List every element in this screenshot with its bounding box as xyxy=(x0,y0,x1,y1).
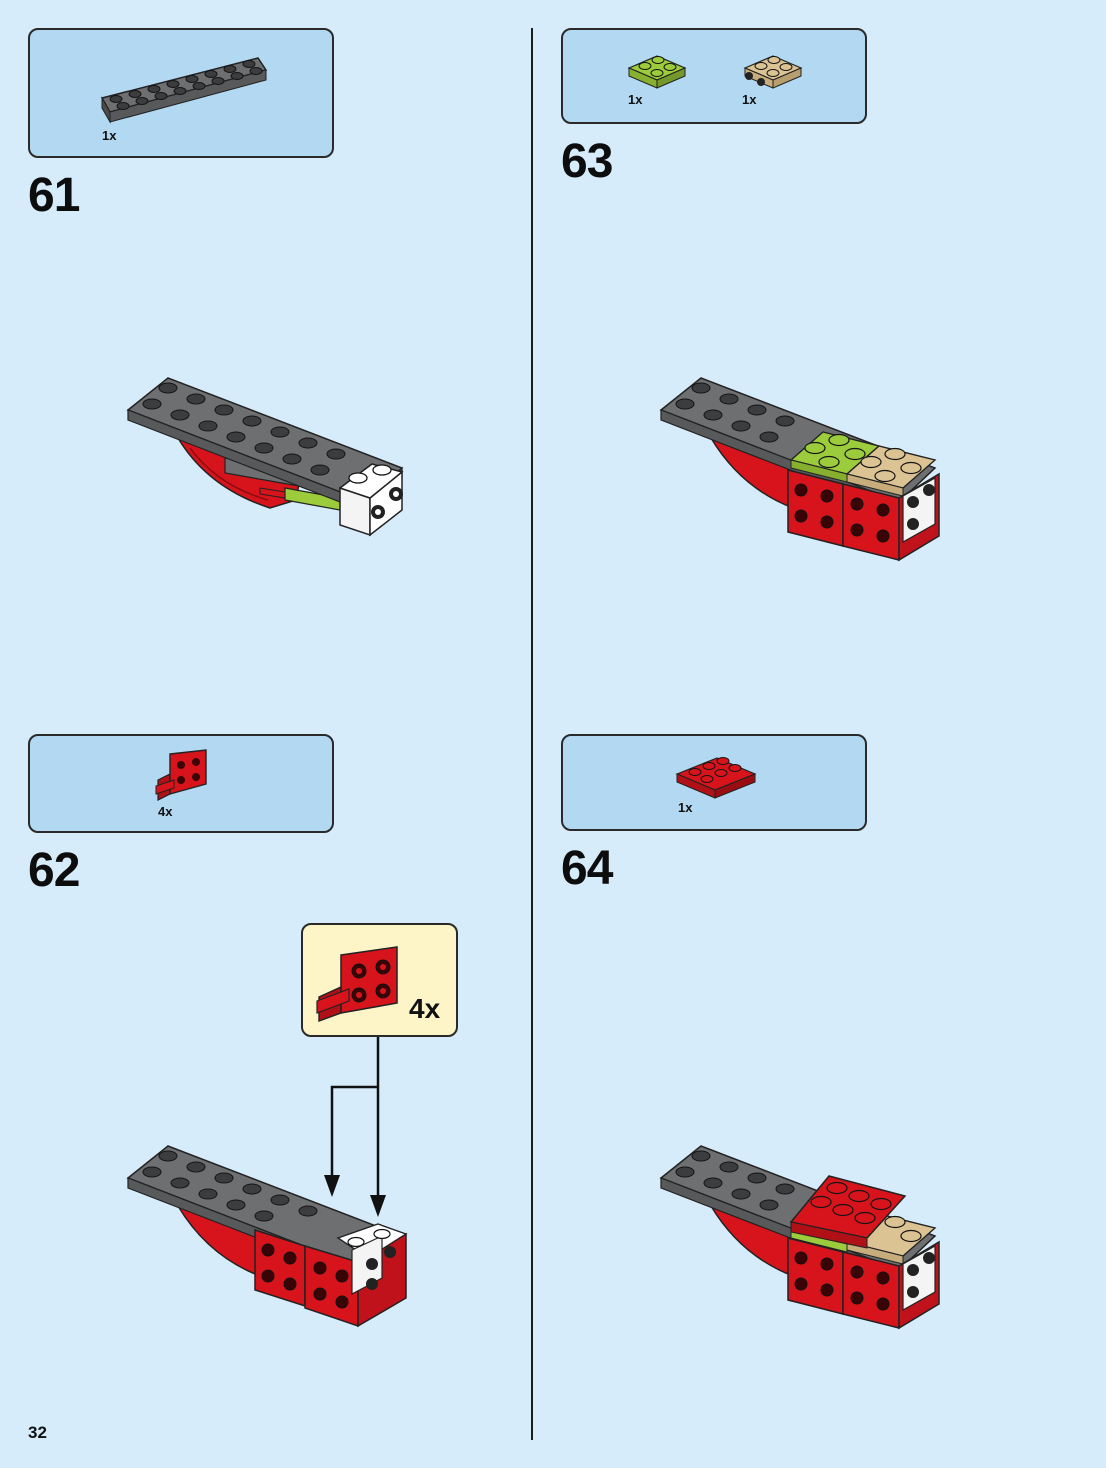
sub-assembly-callout: 4x xyxy=(301,923,458,1037)
part-qty: 1x xyxy=(102,128,117,143)
parts-box-step-63: 1x 1x xyxy=(561,28,867,124)
red-bracket-icon xyxy=(155,749,207,801)
build-model-step-63 xyxy=(659,377,940,562)
dark-gray-plate-icon xyxy=(100,57,268,124)
column-divider xyxy=(531,28,533,1440)
build-model-step-62 xyxy=(126,1145,408,1328)
page-number: 32 xyxy=(28,1423,47,1442)
part-qty: 4x xyxy=(158,804,173,819)
part-qty: 1x xyxy=(628,92,643,107)
build-model-step-61 xyxy=(126,377,404,537)
tan-plate-icon xyxy=(743,55,803,89)
placement-arrows xyxy=(324,1037,386,1217)
parts-box-step-62: 4x xyxy=(28,734,334,833)
step-number: 62 xyxy=(28,844,80,897)
red-bracket-icon xyxy=(316,946,398,1022)
step-number: 64 xyxy=(561,842,613,895)
parts-box-step-64: 1x xyxy=(561,734,867,831)
part-qty: 1x xyxy=(678,800,693,815)
lime-plate-icon xyxy=(627,55,687,89)
red-plate-icon xyxy=(675,757,757,799)
callout-qty: 4x xyxy=(409,993,441,1024)
parts-box-step-61: 1x xyxy=(28,28,334,158)
build-model-step-64 xyxy=(659,1145,940,1330)
part-qty: 1x xyxy=(742,92,757,107)
step-number: 61 xyxy=(28,169,80,222)
step-number: 63 xyxy=(561,135,613,188)
